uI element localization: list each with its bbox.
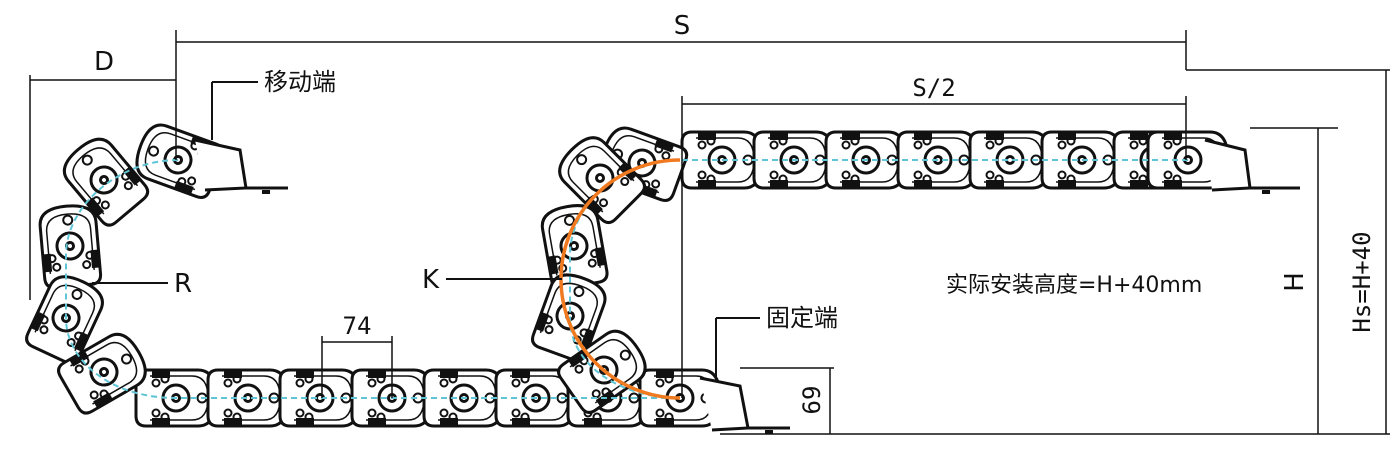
moving-end-label: 移动端	[264, 68, 336, 96]
dimension-h	[1250, 127, 1338, 434]
fixed-end-label: 固定端	[766, 304, 838, 332]
install-height-label: 实际安装高度=H+40mm	[946, 273, 1202, 298]
radius-r-label: R	[174, 269, 192, 299]
moving-end-bracket-right	[1204, 138, 1300, 194]
fixed-end-bracket	[699, 376, 790, 434]
moving-end-bracket	[194, 138, 288, 194]
dimension-s	[175, 30, 1390, 160]
dimension-s-label: S	[674, 11, 691, 41]
pitch-label: 74	[343, 312, 372, 340]
dimension-h-label: H	[1280, 272, 1310, 292]
dimension-d	[29, 75, 176, 300]
dimension-pitch	[321, 336, 393, 398]
link-height-label: 69	[798, 386, 826, 415]
dimension-hs-label: Hs=H+40	[1348, 231, 1376, 332]
chain-link	[37, 202, 103, 290]
dimension-s-half	[681, 96, 1187, 398]
dimension-link-height	[740, 367, 834, 434]
dimension-s-half-label: S/2	[912, 74, 955, 102]
dimension-d-label: D	[94, 47, 114, 77]
k-label: K	[422, 265, 440, 295]
